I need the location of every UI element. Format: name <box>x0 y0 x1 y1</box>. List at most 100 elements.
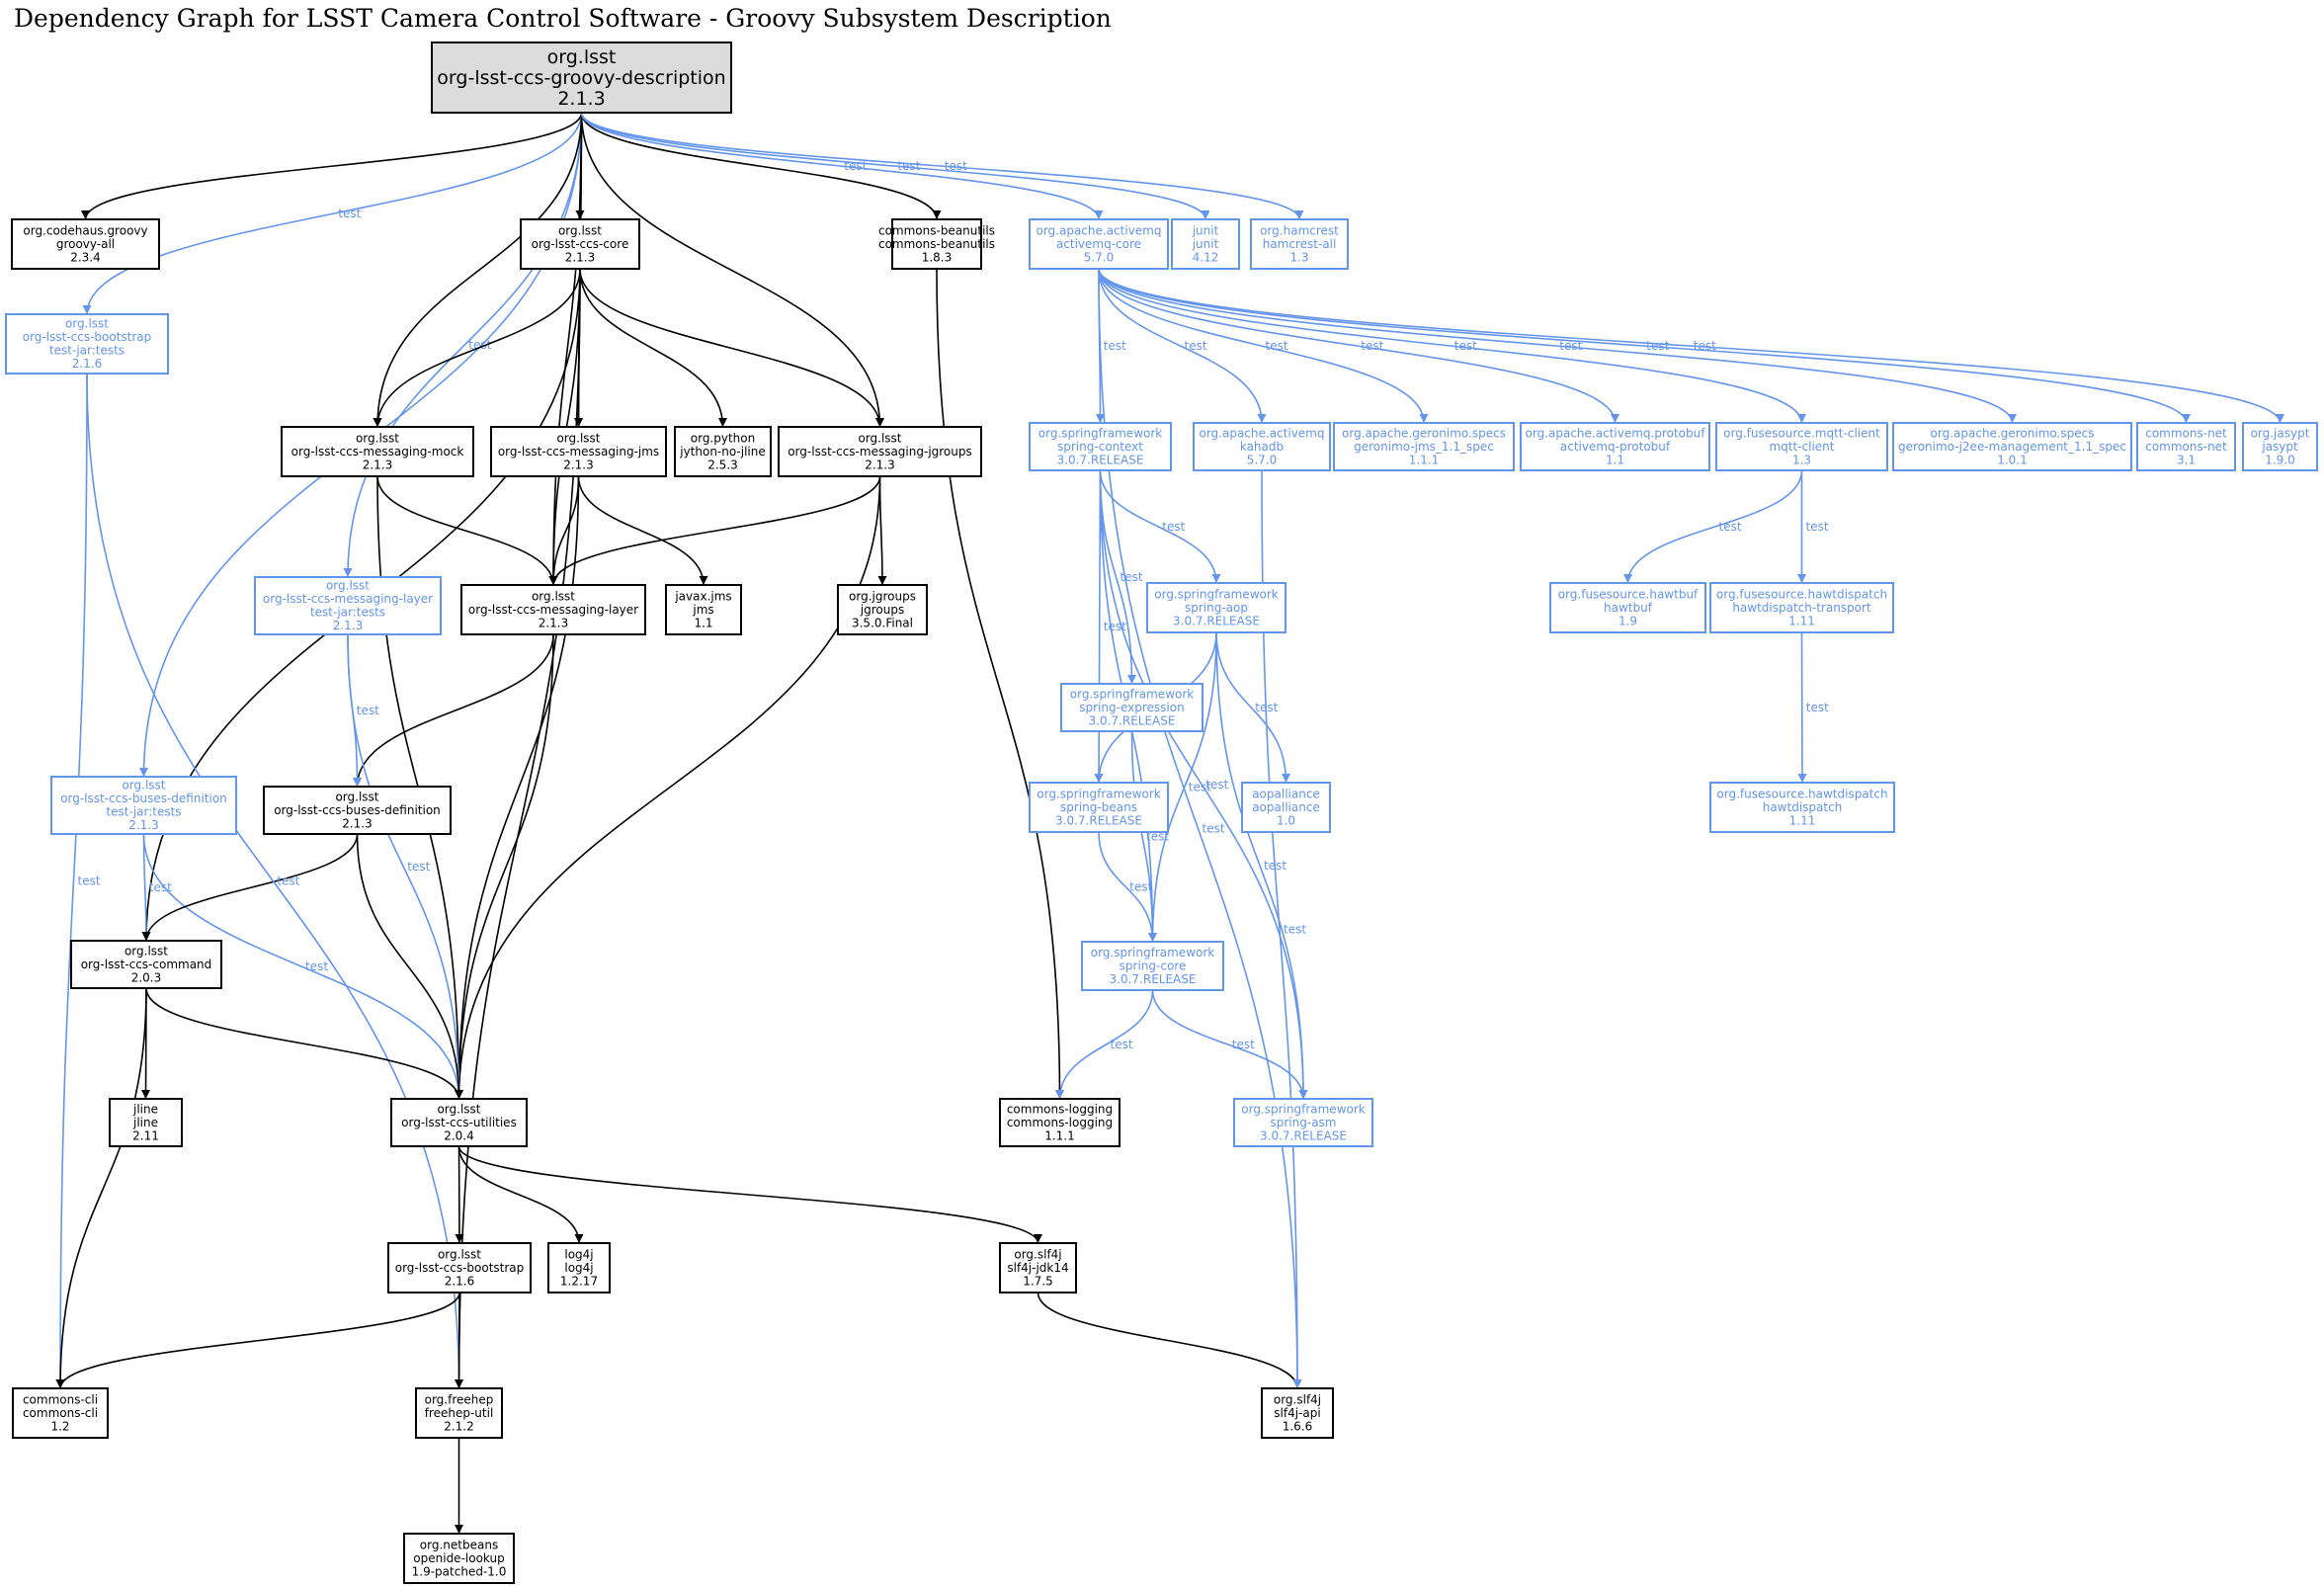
node-group-id: commons-cli <box>23 1392 98 1406</box>
edge-spring-core-to-commons-logging: test <box>1055 989 1154 1100</box>
edge-path <box>936 268 1064 1100</box>
node-spring-asm[interactable]: org.springframeworkspring-asm3.0.7.RELEA… <box>1233 1098 1373 1147</box>
node-artifact-id: jline <box>132 1116 158 1129</box>
edge-path <box>1098 268 1302 1389</box>
node-artifact-id: groovy-all <box>56 237 115 251</box>
edge-command-to-utilities <box>145 987 463 1100</box>
edge-label: test <box>1111 1038 1133 1051</box>
node-hawtdispatch[interactable]: org.fusesource.hawtdispatchhawtdispatch1… <box>1709 782 1895 833</box>
node-messaging-layer-tests[interactable]: org.lsstorg-lsst-ccs-messaging-layertest… <box>254 576 442 635</box>
node-geronimo-jms[interactable]: org.apache.geronimo.specsgeronimo-jms_1.… <box>1333 422 1515 471</box>
node-version: 2.1.6 <box>72 357 103 371</box>
edge-root-to-beanutils <box>580 112 942 220</box>
node-artifact-id: commons-net <box>2145 440 2227 454</box>
node-root[interactable]: org.lsstorg-lsst-ccs-groovy-description2… <box>431 42 732 114</box>
node-group-id: org.freehep <box>425 1392 494 1406</box>
node-group-id: org.springframework <box>1154 587 1279 601</box>
edge-path <box>1130 730 1157 943</box>
node-artifact-id: test-jar:tests <box>106 805 181 819</box>
node-artifact-id: org-lsst-ccs-messaging-jgroups <box>788 445 972 459</box>
edge-kahadb-to-slf4j-api: test <box>1261 469 1306 1389</box>
node-group-id: commons-logging <box>1007 1102 1113 1116</box>
edge-label: test <box>1205 778 1228 792</box>
node-spring-aop[interactable]: org.springframeworkspring-aop3.0.7.RELEA… <box>1146 582 1286 633</box>
node-group-id: jline <box>132 1102 158 1116</box>
edge-hawtdispatch-transport-to-hawtdispatch: test <box>1797 631 1829 784</box>
node-messaging-layer[interactable]: org.lsstorg-lsst-ccs-messaging-layer2.1.… <box>460 584 646 635</box>
node-buses-definition-tests[interactable]: org.lsstorg-lsst-ccs-buses-definitiontes… <box>50 776 237 835</box>
node-version: 1.1 <box>694 616 712 629</box>
node-buses-definition[interactable]: org.lsstorg-lsst-ccs-buses-definition2.1… <box>263 786 452 835</box>
edge-label: test <box>1719 520 1742 534</box>
node-messaging-jgroups[interactable]: org.lsstorg-lsst-ccs-messaging-jgroups2.… <box>778 426 982 477</box>
node-version: 3.0.7.RELEASE <box>1089 713 1176 727</box>
node-box <box>778 426 982 477</box>
edge-path <box>1098 268 1619 424</box>
edge-label: test <box>844 159 867 173</box>
node-group-id: commons-beanutils <box>878 223 995 237</box>
edge-root-to-core <box>575 112 585 220</box>
node-hawtdispatch-transport[interactable]: org.fusesource.hawtdispatchhawtdispatch-… <box>1709 582 1894 633</box>
node-group-id: org.fusesource.hawtdispatch <box>1716 787 1887 800</box>
node-group-id: commons-net <box>2145 426 2227 440</box>
node-version: 1.11 <box>1788 614 1815 627</box>
edge-label: test <box>407 860 430 874</box>
node-version: 2.3.4 <box>70 250 101 264</box>
node-spring-core[interactable]: org.springframeworkspring-core3.0.7.RELE… <box>1081 941 1224 991</box>
edge-path <box>1055 989 1154 1100</box>
node-openide-lookup[interactable]: org.netbeansopenide-lookup1.9-patched-1.… <box>403 1533 515 1584</box>
node-group-id: org.slf4j <box>1274 1392 1321 1406</box>
edge-path <box>580 112 1210 220</box>
node-geronimo-j2ee[interactable]: org.apache.geronimo.specsgeronimo-j2ee-m… <box>1892 422 2132 471</box>
node-artifact-id: test-jar:tests <box>49 344 124 358</box>
node-version: 5.7.0 <box>1247 453 1278 466</box>
edge-label: test <box>945 159 967 173</box>
node-group-id: org.fusesource.mqtt-client <box>1723 426 1880 440</box>
node-protobuf[interactable]: org.apache.activemq.protobufactivemq-pro… <box>1520 422 1710 471</box>
node-group-id: org.jgroups <box>849 589 916 603</box>
node-spring-beans[interactable]: org.springframeworkspring-beans3.0.7.REL… <box>1029 782 1169 833</box>
node-box <box>674 426 772 477</box>
node-artifact-id: spring-core <box>1120 959 1187 972</box>
node-version: 2.0.4 <box>444 1128 474 1142</box>
edge-core-to-freehep-util <box>455 268 581 1389</box>
node-box <box>5 313 169 375</box>
node-spring-context[interactable]: org.springframeworkspring-context3.0.7.R… <box>1029 422 1172 471</box>
node-bootstrap-tests[interactable]: org.lsstorg-lsst-ccs-bootstraptest-jar:t… <box>5 313 169 375</box>
edge-bootstrap-tests-to-commons-cli: test <box>55 373 101 1389</box>
edge-path <box>1623 469 1803 584</box>
edge-root-to-junit: test <box>580 112 1210 220</box>
edge-label: test <box>1129 880 1152 894</box>
edge-label: test <box>1264 859 1286 873</box>
edge-buses-definition-to-utilities <box>356 833 463 1100</box>
edge-bootstrap-tests-to-freehep-util: test <box>86 373 463 1389</box>
node-spring-expression[interactable]: org.springframeworkspring-expression3.0.… <box>1060 683 1204 732</box>
